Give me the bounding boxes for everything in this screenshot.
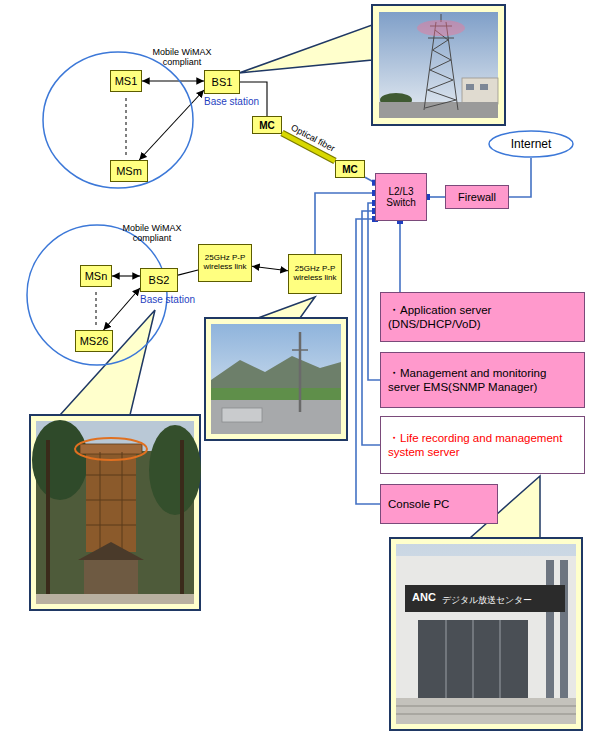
internet-cloud: Internet bbox=[488, 130, 574, 158]
connector bbox=[368, 203, 380, 380]
node-text: L2/L3 Switch bbox=[376, 186, 426, 208]
wireless-link-box: 25GHz P-P wireless link bbox=[198, 244, 252, 282]
connector-line bbox=[104, 288, 141, 330]
server-box: ・Management and monitoring server EMS(SN… bbox=[380, 352, 585, 408]
node-text: Mobile WiMAX compliant bbox=[120, 224, 184, 244]
connector-line bbox=[368, 203, 380, 380]
node-text: MC bbox=[342, 164, 358, 175]
node-text: Firewall bbox=[458, 191, 496, 203]
server-box: ・Application server (DNS/DHCP/VoD) bbox=[380, 292, 585, 342]
internet-outline-shape bbox=[489, 131, 573, 157]
connector bbox=[252, 266, 288, 270]
connector-line bbox=[142, 80, 204, 81]
media-converter-box: MC bbox=[335, 160, 365, 178]
network-device-box: Firewall bbox=[445, 185, 509, 209]
node-text: MS1 bbox=[115, 75, 138, 87]
connector-line bbox=[399, 221, 401, 292]
network-device-box: L2/L3 Switch bbox=[375, 173, 427, 221]
node-text: Console PC bbox=[388, 497, 449, 511]
connector bbox=[142, 81, 204, 82]
node-text: MSm bbox=[116, 165, 142, 177]
connector bbox=[509, 158, 531, 197]
node-text: Base station bbox=[204, 96, 266, 107]
antenna-photo-callout bbox=[205, 297, 347, 440]
node-text: Internet bbox=[511, 137, 552, 151]
node-text: Mobile WiMAX compliant bbox=[150, 48, 214, 68]
server-box-highlighted: ・Life recording and management system se… bbox=[380, 416, 585, 474]
connector bbox=[139, 90, 204, 160]
connector-line bbox=[509, 158, 531, 197]
base-station-shape: BS2 bbox=[140, 268, 178, 292]
node-text: BS2 bbox=[149, 274, 170, 286]
station-box: MSm bbox=[110, 160, 148, 182]
node-text: 25GHz P-P wireless link bbox=[200, 254, 250, 272]
server-box: Console PC bbox=[380, 484, 498, 524]
connector-line bbox=[112, 275, 140, 276]
connector bbox=[112, 276, 140, 277]
node-text: MC bbox=[259, 120, 275, 131]
connector bbox=[104, 288, 141, 330]
connector-line bbox=[178, 270, 198, 275]
node-text: ・Application server (DNS/DHCP/VoD) bbox=[388, 303, 577, 332]
connector-line bbox=[139, 90, 204, 160]
base-station-box: BS2Base station bbox=[140, 268, 202, 305]
connector-line bbox=[252, 266, 288, 270]
station-box: MS1 bbox=[110, 70, 142, 92]
coverage-ellipse: Mobile WiMAX compliantMS1MSm bbox=[40, 48, 210, 193]
node-text: ・Management and monitoring server EMS(SN… bbox=[388, 366, 577, 395]
wireless-link-box: 25GHz P-P wireless link bbox=[288, 254, 342, 294]
tower-photo-callout bbox=[239, 5, 505, 125]
node-text: MSn bbox=[85, 270, 108, 282]
station-box: MSn bbox=[80, 265, 112, 287]
node-text: Base station bbox=[140, 294, 202, 305]
connector bbox=[178, 270, 198, 275]
sign-text: デジタル放送センター bbox=[442, 594, 532, 607]
observation-tower-photo-callout bbox=[30, 310, 201, 610]
connector bbox=[356, 219, 380, 504]
connector bbox=[315, 193, 375, 254]
base-station-shape: BS1 bbox=[204, 70, 240, 94]
node-text: 25GHz P-P wireless link bbox=[290, 265, 340, 283]
coverage-outline-shape bbox=[43, 52, 193, 188]
connector bbox=[400, 221, 401, 292]
base-station-box: BS1Base station bbox=[204, 70, 266, 107]
station-box: MS26 bbox=[75, 330, 113, 352]
connector-line bbox=[356, 219, 380, 504]
connector-line bbox=[315, 193, 375, 254]
node-text: BS1 bbox=[212, 76, 233, 88]
node-text: ・Life recording and management system se… bbox=[388, 431, 577, 460]
node-text: MS26 bbox=[80, 335, 109, 347]
media-converter-box: MC bbox=[252, 116, 282, 134]
station-ellipsis-line bbox=[96, 98, 126, 326]
connector bbox=[362, 211, 380, 445]
connector-line bbox=[362, 211, 380, 445]
sign-text: ANC bbox=[412, 591, 436, 603]
